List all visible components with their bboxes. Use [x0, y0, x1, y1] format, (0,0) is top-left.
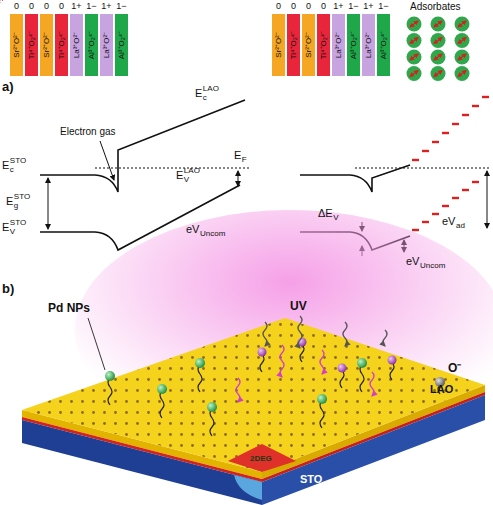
subscript: c	[10, 166, 14, 174]
charge-label: 1−	[116, 2, 126, 11]
charge-label: 0	[29, 2, 34, 11]
layer-block: Sr²⁺O²⁻	[272, 14, 285, 76]
layer-label: STO	[300, 474, 322, 485]
layer-label: Ti⁴⁺O₂⁴⁻	[290, 31, 298, 60]
charge-label: 1+	[101, 2, 111, 11]
layer-label: Al³⁺O₂⁴⁻	[88, 31, 96, 60]
charge-label: 0	[291, 2, 296, 11]
layer-label: Al³⁺O₂⁴⁻	[380, 31, 388, 60]
layer-label: Sr²⁺O²⁻	[275, 32, 283, 58]
layer-label: Sr²⁺O²⁻	[13, 32, 21, 58]
layer-block: Al³⁺O₂⁴⁻	[115, 14, 128, 76]
superscript: STO	[10, 157, 26, 165]
annotation: Electron gas	[60, 127, 116, 137]
charge-label: 1+	[71, 2, 81, 11]
superscript: STO	[10, 219, 26, 227]
charge-label: 1−	[348, 2, 358, 11]
charge-label: 0	[44, 2, 49, 11]
layer-label: Ti⁴⁺O₂⁴⁻	[320, 31, 328, 60]
layer-label: La³⁺O²⁻	[73, 32, 81, 58]
layer-block: Ti⁴⁺O₂⁴⁻	[55, 14, 68, 76]
layer-block: La³⁺O²⁻	[70, 14, 83, 76]
layer-label: La³⁺O²⁻	[365, 32, 373, 58]
layer-block: La³⁺O²⁻	[362, 14, 375, 76]
layer-block: Al³⁺O₂⁴⁻	[347, 14, 360, 76]
band-symbol: E	[2, 222, 9, 233]
charge-label: 0	[306, 2, 311, 11]
layer-label: LAO	[430, 384, 453, 395]
layer-label: Al³⁺O₂⁴⁻	[118, 31, 126, 60]
charge-label: 1−	[86, 2, 96, 11]
subscript: V	[333, 214, 338, 222]
band-symbol: ΔE	[318, 208, 333, 219]
charge-label: 0	[321, 2, 326, 11]
layer-label: Ti⁴⁺O₂⁴⁻	[28, 31, 36, 60]
superscript: LAO	[203, 85, 219, 93]
layer-block: Ti⁴⁺O₂⁴⁻	[287, 14, 300, 76]
layer-block: Sr²⁺O²⁻	[302, 14, 315, 76]
adsorbate-label: Adsorbates	[410, 2, 461, 12]
layer-label: La³⁺O²⁻	[103, 32, 111, 58]
band-symbol: E	[6, 196, 13, 207]
subscript: ad	[456, 222, 465, 230]
charge-label: 0	[276, 2, 281, 11]
layer-block: La³⁺O²⁻	[100, 14, 113, 76]
charge-label: 0	[59, 2, 64, 11]
subscript: Uncom	[200, 230, 225, 238]
layer-block: La³⁺O²⁻	[332, 14, 345, 76]
subscript: c	[203, 94, 207, 102]
band-symbol: E	[234, 150, 241, 161]
panel-letter: a)	[2, 80, 14, 93]
layer-block: Sr²⁺O²⁻	[40, 14, 53, 76]
superscript: STO	[14, 193, 30, 201]
layer-block: Sr²⁺O²⁻	[10, 14, 23, 76]
band-symbol: E	[195, 88, 202, 99]
layer-label: Sr²⁺O²⁻	[305, 32, 313, 58]
superscript: LAO	[184, 167, 200, 175]
callout-label: O⁻	[448, 362, 461, 374]
charge-label: 1−	[378, 2, 388, 11]
layer-block: Ti⁴⁺O₂⁴⁻	[317, 14, 330, 76]
callout-label: UV	[290, 300, 307, 312]
band-symbol: eV	[186, 224, 199, 235]
layer-block: Ti⁴⁺O₂⁴⁻	[25, 14, 38, 76]
band-symbol: eV	[406, 256, 419, 267]
band-symbol: E	[2, 160, 9, 171]
layer-label: Sr²⁺O²⁻	[43, 32, 51, 58]
region-label: 2DEG	[250, 455, 272, 463]
layer-label: Al³⁺O₂⁴⁻	[350, 31, 358, 60]
subscript: F	[242, 156, 247, 164]
subscript: g	[14, 202, 18, 210]
band-symbol: E	[176, 170, 183, 181]
subscript: V	[184, 176, 189, 184]
subscript: Uncom	[420, 262, 445, 270]
charge-label: 1+	[333, 2, 343, 11]
layer-block: Al³⁺O₂⁴⁻	[85, 14, 98, 76]
layer-label: Ti⁴⁺O₂⁴⁻	[58, 31, 66, 60]
panel-letter: b)	[2, 282, 14, 295]
callout-label: Pd NPs	[48, 302, 90, 314]
band-symbol: eV	[442, 216, 455, 227]
charge-label: 0	[14, 2, 19, 11]
charge-label: 1+	[363, 2, 373, 11]
layer-label: La³⁺O²⁻	[335, 32, 343, 58]
layer-block: Al³⁺O₂⁴⁻	[377, 14, 390, 76]
subscript: V	[10, 228, 15, 236]
